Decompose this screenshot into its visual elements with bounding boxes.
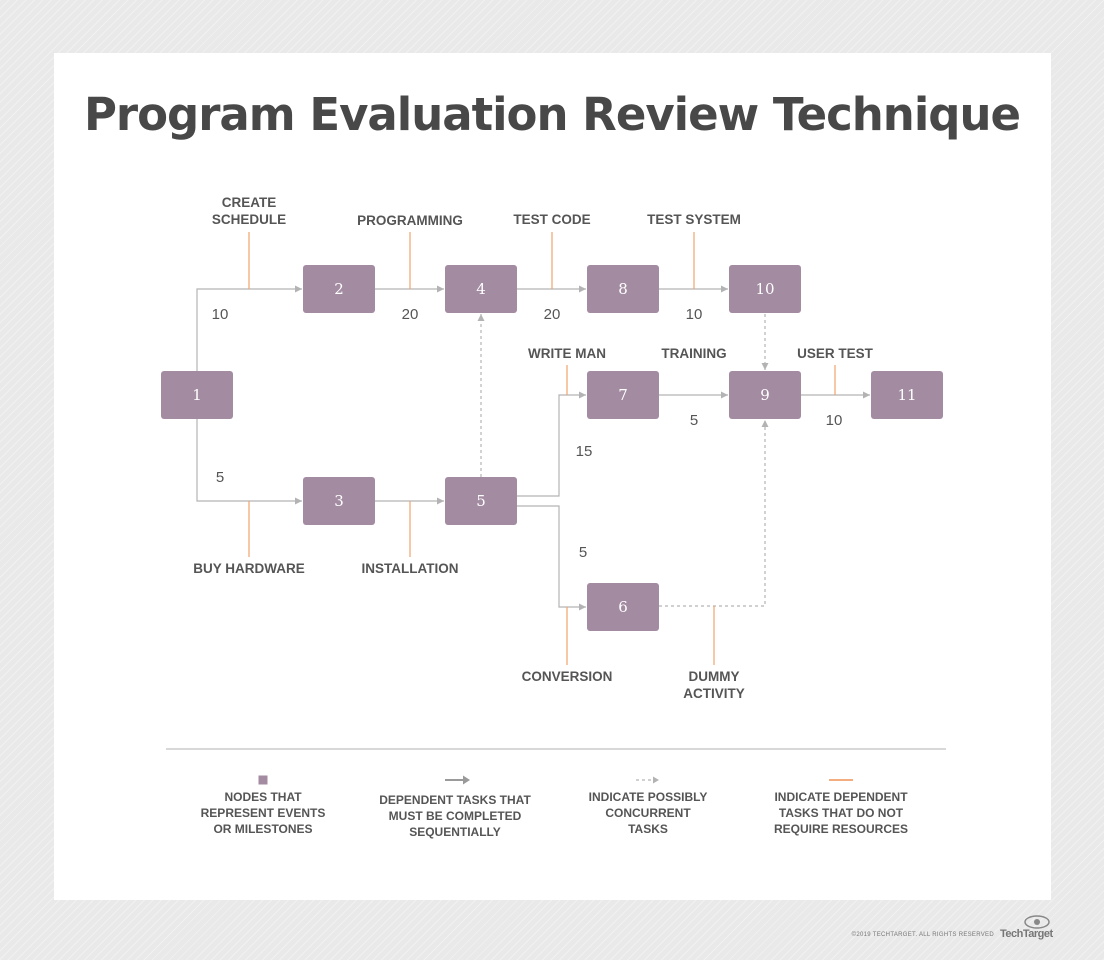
task-duration-7-9: 5 [690,412,698,429]
legend-concurrent-text: INDICATE POSSIBLY CONCURRENT TASKS [588,790,708,836]
task-name-7-9: TRAINING [661,346,726,361]
task-arrow-5-7 [517,391,586,497]
legend-nodes-text: NODES THAT REPRESENT EVENTS OR MILESTONE… [200,790,326,836]
task-duration-5-7: 15 [576,443,593,460]
task-name-2-4: PROGRAMMING [357,213,463,228]
page-title: Program Evaluation Review Technique [83,88,1021,141]
node-square-icon [258,775,268,785]
task-name-5-7: WRITE MAN [528,346,606,361]
event-node-6: 6 [587,583,659,631]
node-label: 6 [618,598,628,616]
node-label: 8 [618,280,628,298]
event-node-9: 9 [729,371,801,419]
concurrent-arrow-6-9 [659,420,769,607]
task-duration-5-6: 5 [579,544,587,561]
task-name-4-8: TEST CODE [513,212,590,227]
node-label: 11 [897,386,916,404]
task-duration-4-8: 20 [544,306,561,323]
task-arrow-1-3 [196,419,302,505]
node-label: 1 [192,386,202,404]
techtarget-eye-icon [1024,915,1050,929]
dashed-arrow-icon [636,776,659,784]
task-duration-1-3: 5 [216,469,224,486]
task-name-1-3: BUY HARDWARE [193,561,305,576]
task-name-8-10: TEST SYSTEM [647,212,741,227]
node-label: 2 [334,280,344,298]
node-label: 5 [476,492,486,510]
solid-arrow-icon [445,775,470,785]
node-label: 7 [618,386,628,404]
task-name-5-6: CONVERSION [522,669,613,684]
event-node-7: 7 [587,371,659,419]
event-node-1: 1 [161,371,233,419]
copyright-footer: ©2019 TECHTARGET. ALL RIGHTS RESERVED [851,932,994,938]
event-node-2: 2 [303,265,375,313]
task-name-3-5: INSTALLATION [362,561,459,576]
legend-no-resources-text: INDICATE DEPENDENT TASKS THAT DO NOT REQ… [773,790,909,836]
event-node-4: 4 [445,265,517,313]
task-duration-1-2: 10 [212,306,229,323]
node-label: 10 [755,280,774,298]
event-node-3: 3 [303,477,375,525]
event-node-5: 5 [445,477,517,525]
node-label: 4 [476,280,486,298]
legend-sequential-text: DEPENDENT TASKS THAT MUST BE COMPLETED S… [379,793,531,839]
task-duration-9-11: 10 [826,412,843,429]
event-node-8: 8 [587,265,659,313]
task-duration-2-4: 20 [402,306,419,323]
task-arrow-5-6 [517,505,586,611]
diagram-card [54,53,1051,900]
task-name-9-11: USER TEST [797,346,874,361]
node-label: 9 [760,386,770,404]
techtarget-logo: TechTarget [1000,928,1053,940]
task-arrow-1-2 [196,285,302,371]
event-node-11: 11 [871,371,943,419]
event-node-10: 10 [729,265,801,313]
node-label: 3 [334,492,344,510]
task-duration-8-10: 10 [686,306,703,323]
